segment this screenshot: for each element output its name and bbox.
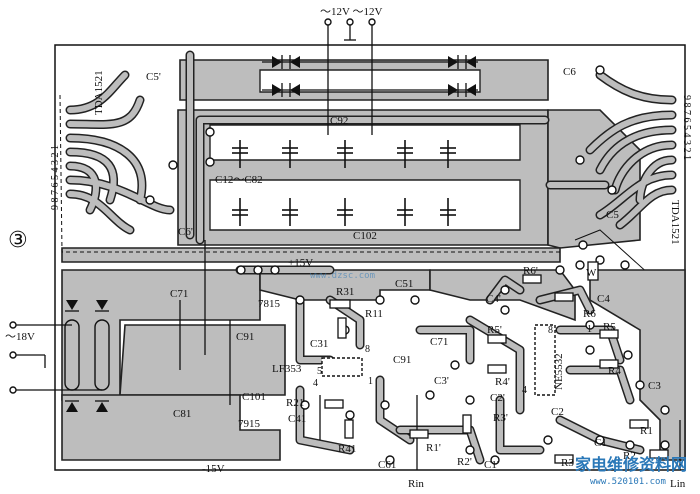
tda-left-label: TDA1521: [93, 70, 105, 115]
c91a-label: C91: [236, 331, 254, 343]
r6-label: R6: [583, 308, 596, 320]
c71a-label: C71: [170, 288, 188, 300]
lf353-chip: [321, 357, 363, 377]
pin-1a: 1: [368, 376, 373, 387]
c1-label: C1: [594, 437, 607, 449]
c31-label: C31: [310, 338, 328, 350]
r3-label: R3: [561, 457, 574, 469]
c6-label: C6: [563, 66, 576, 78]
c6p-label: C6': [178, 226, 193, 238]
r7815-label: 7815: [258, 298, 281, 310]
r4p-label: R4': [495, 376, 510, 388]
c1p-label: C1': [484, 459, 499, 471]
c101-label: C101: [242, 391, 266, 403]
watermark-line1: 家电维修资料网: [575, 455, 687, 474]
r31-label: R31: [336, 286, 354, 298]
tda-right-label: TDA1521: [669, 200, 681, 245]
c2p-label: C2': [490, 392, 505, 404]
top-rectifier-diodes: [262, 55, 478, 97]
watermark-center: www.dzsc.com: [310, 271, 375, 281]
r5p-label: R5': [487, 324, 502, 336]
r7915-label: 7915: [238, 418, 261, 430]
c102-label: C102: [353, 230, 377, 242]
c2-label: C2: [551, 406, 564, 418]
pin-4b: 4: [522, 385, 527, 396]
rin-label: Rin: [408, 478, 424, 490]
bottom-traces: [235, 265, 645, 465]
left-pin-numbers: 9 8 7 6 5 4 3 2 1: [50, 145, 61, 210]
pin-5: 5: [317, 366, 322, 377]
ne5532-label: NE5532: [553, 353, 565, 390]
minus15-label: -15V: [202, 463, 225, 475]
lf353-label: LF353: [272, 363, 302, 375]
ne5532-chip: [534, 324, 556, 396]
r41-label: R41: [338, 443, 356, 455]
ac-input-top: [324, 18, 376, 135]
w-label: W: [586, 267, 597, 279]
ac-top-label: ～12V ～12V: [320, 6, 382, 18]
figure-number: ③: [8, 228, 28, 253]
c91b-label: C91: [393, 354, 411, 366]
lin-label: Lin: [670, 478, 686, 490]
c4p-label: C4': [486, 293, 501, 305]
c5p-label: C5': [146, 71, 161, 83]
r2p-label: R2': [457, 456, 472, 468]
c4-label: C4: [597, 293, 610, 305]
resistors: [324, 261, 669, 464]
labels: ③ ～12V ～12V ～18V +15V -15V TDA1521 TDA15…: [5, 6, 692, 490]
c61-label: C61: [378, 459, 396, 471]
c81-label: C81: [173, 408, 191, 420]
pin-8b: 8: [548, 325, 553, 336]
c41-label: C41: [288, 413, 306, 425]
watermark-logo: 家电维修资料网 www.520101.com: [575, 455, 687, 487]
pads: [145, 65, 670, 465]
r1p-label: R1': [426, 442, 441, 454]
r1-label: R1: [640, 425, 653, 437]
r11-label: R11: [365, 308, 383, 320]
upper-cap-bank: [232, 140, 456, 226]
c5-label: C5: [606, 209, 619, 221]
c51-label: C51: [395, 278, 413, 290]
c3p-label: C3': [434, 375, 449, 387]
r2-label: R2: [623, 450, 636, 462]
r3p-label: R3': [493, 412, 508, 424]
plus15-label: +15V: [288, 257, 313, 269]
r5-label: R5: [603, 321, 616, 333]
left-tda-traces: [65, 70, 175, 235]
r4-label: R4: [608, 365, 621, 377]
left-tda-outline: [59, 94, 560, 253]
r6p-label: R6': [523, 265, 538, 277]
c3-label: C3: [648, 380, 661, 392]
watermark-line2: www.520101.com: [590, 477, 666, 487]
c92-label: C92: [330, 115, 348, 127]
pin-4a: 4: [313, 378, 318, 389]
r21-label: R21: [286, 397, 304, 409]
pin-1b: 1: [587, 324, 592, 335]
top-loop-traces: [185, 50, 610, 245]
c71b-label: C71: [430, 336, 448, 348]
right-pin-numbers: 9 8 7 6 5 4 3 2 1: [681, 95, 692, 160]
left-bridge-rectifier: [9, 300, 110, 412]
ac-left-label: ～18V: [5, 331, 35, 343]
right-tda-traces: [585, 70, 677, 230]
c12-82-label: C12～C82: [215, 174, 263, 186]
pin-8a: 8: [365, 344, 370, 355]
